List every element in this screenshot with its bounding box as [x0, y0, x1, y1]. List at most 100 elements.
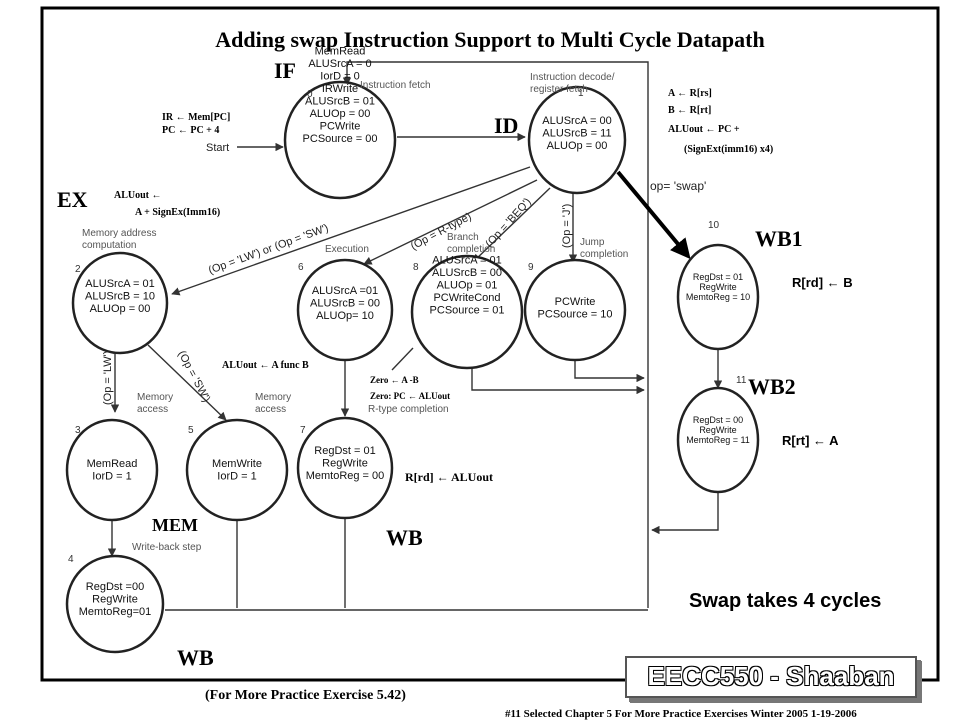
state-7-control-0: RegDst = 01: [314, 445, 375, 457]
state-1-stage-2: register fetch: [530, 84, 588, 95]
state-2-control-2: ALUOp = 00: [90, 303, 151, 315]
state-6-control-0: ALUSrcA =01: [312, 285, 378, 297]
state-8-circle[interactable]: [410, 254, 524, 370]
brand-box: EECC550 - Shaaban: [625, 656, 917, 698]
phase-wb2-label: WB2: [748, 374, 796, 399]
slide-frame: [40, 6, 940, 682]
if-op-ir: IR ← Mem[PC]: [162, 112, 230, 123]
state-5-control-0: MemWrite: [212, 458, 262, 470]
state-11-control-1: RegWrite: [699, 425, 736, 435]
state-6-control-1: ALUSrcB = 00: [310, 297, 380, 309]
swap-arrow: [616, 170, 691, 260]
state-8-control-3: PCWriteCond: [433, 292, 500, 304]
state-2-stage: Memory address: [82, 228, 156, 239]
arrow-11-to-bus: [651, 492, 719, 535]
ex-op-aluout: ALUout ←: [114, 190, 162, 201]
brand-label: EECC550 - Shaaban: [647, 661, 895, 691]
state-4-number: 4: [68, 554, 74, 565]
branch-op-zero: Zero ← A -B: [370, 375, 419, 385]
slide-footer: #11 Selected Chapter 5 For More Practice…: [505, 708, 857, 720]
state-6-number: 6: [298, 262, 304, 273]
state-9-control-1: PCSource = 10: [538, 309, 613, 321]
state-2-number: 2: [75, 264, 81, 275]
state-7-control-1: RegWrite: [322, 457, 368, 469]
branch-pointer: [391, 347, 414, 371]
state-10-number: 10: [708, 220, 720, 231]
state-3-stage-2: access: [137, 404, 168, 415]
phase-wb1-label: WB1: [755, 226, 803, 251]
state-2-circle[interactable]: [71, 251, 169, 355]
state-10-control-2: MemtoReg = 10: [686, 292, 750, 302]
state-7-circle[interactable]: [296, 416, 394, 520]
state-10-circle[interactable]: [676, 243, 760, 351]
state-0-control-6: PCWrite: [320, 121, 361, 133]
state-6-control-2: ALUOp= 10: [316, 310, 374, 322]
phase-id-label: ID: [494, 113, 518, 138]
phase-if-label: IF: [274, 58, 296, 83]
state-9-number: 9: [528, 262, 534, 273]
id-op-aluout: ALUout ← PC +: [668, 124, 740, 135]
id-op-signext: (SignExt(imm16) x4): [684, 144, 773, 155]
phase-wb-mid-label: WB: [386, 525, 423, 550]
state-5-number: 5: [188, 425, 194, 436]
state-1-circle[interactable]: [527, 85, 627, 195]
cond-swap: op= 'swap': [650, 179, 706, 193]
state-8-control-0: ALUSrcA = 01: [432, 254, 501, 266]
state-0-control-1: ALUSrcA = 0: [308, 58, 371, 70]
arrow-1-to-6: [363, 179, 538, 265]
state-4-stage: Write-back step: [132, 542, 202, 553]
state-0-control-0: MemRead: [315, 46, 366, 58]
state-1-control-2: ALUOp = 00: [547, 140, 608, 152]
state-4-control-0: RegDst =00: [86, 581, 144, 593]
state-2-control-0: ALUSrcA = 01: [85, 278, 154, 290]
state-8-stage: Branch: [447, 232, 479, 243]
arrow-2-to-5: [147, 344, 227, 421]
state-0-control-7: PCSource = 00: [303, 133, 378, 145]
state-3-number: 3: [75, 425, 81, 436]
state-1-number: 1: [578, 88, 584, 99]
state-9-circle[interactable]: [523, 258, 627, 362]
state-1-stage: Instruction decode/: [530, 72, 615, 83]
state-0-circle[interactable]: [283, 80, 397, 200]
state-9-stage-2: completion: [580, 249, 628, 260]
cond-beq: (Op = 'BEQ'): [483, 196, 533, 250]
state-4-control-1: RegWrite: [92, 593, 138, 605]
rtype-ex-op: ALUout ← A func B: [222, 360, 309, 371]
state-6-circle[interactable]: [296, 258, 394, 362]
phase-ex-label: EX: [57, 187, 88, 212]
state-0-control-3: IRWrite: [322, 83, 358, 95]
cond-lw-sw: (Op = 'LW') or (Op = 'SW'): [207, 222, 330, 277]
state-2-stage-2: computation: [82, 240, 136, 251]
slide-title: Adding swap Instruction Support to Multi…: [215, 27, 764, 52]
state-0-control-4: ALUSrcB = 01: [305, 96, 375, 108]
state-5-circle[interactable]: [185, 418, 289, 522]
state-2-control-1: ALUSrcB = 10: [85, 290, 155, 302]
state-0-control-2: IorD = 0: [320, 71, 359, 83]
ex-op-signex: A + SignEx(Imm16): [135, 207, 220, 218]
state-4-circle[interactable]: [65, 554, 165, 654]
arrow-1-to-2: [171, 166, 531, 296]
phase-wb-left-label: WB: [177, 645, 214, 670]
wb2-op: R[rt] ← A: [782, 433, 839, 448]
state-5-control-1: IorD = 1: [217, 471, 256, 483]
state-6-stage: Execution: [325, 244, 369, 255]
cond-lw: (Op = 'LW'): [102, 351, 114, 405]
state-8-control-1: ALUSrcB = 00: [432, 267, 502, 279]
state-8-control-4: PCSource = 01: [430, 304, 505, 316]
state-3-circle[interactable]: [65, 418, 159, 522]
state-0-control-5: ALUOp = 00: [310, 108, 371, 120]
state-11-control-0: RegDst = 00: [693, 415, 743, 425]
start-label: Start: [206, 142, 229, 154]
state-3-stage: Memory: [137, 392, 173, 403]
state-3-control-0: MemRead: [87, 458, 138, 470]
state-10-control-1: RegWrite: [699, 282, 736, 292]
state-10-control-0: RegDst = 01: [693, 272, 743, 282]
state-9-control-0: PCWrite: [555, 296, 596, 308]
state-11-number: 11: [736, 375, 747, 386]
state-8-control-2: ALUOp = 01: [437, 279, 498, 291]
state-11-circle[interactable]: [676, 386, 760, 494]
state-1-control-0: ALUSrcA = 00: [542, 115, 611, 127]
state-7-stage: R-type completion: [368, 404, 449, 415]
